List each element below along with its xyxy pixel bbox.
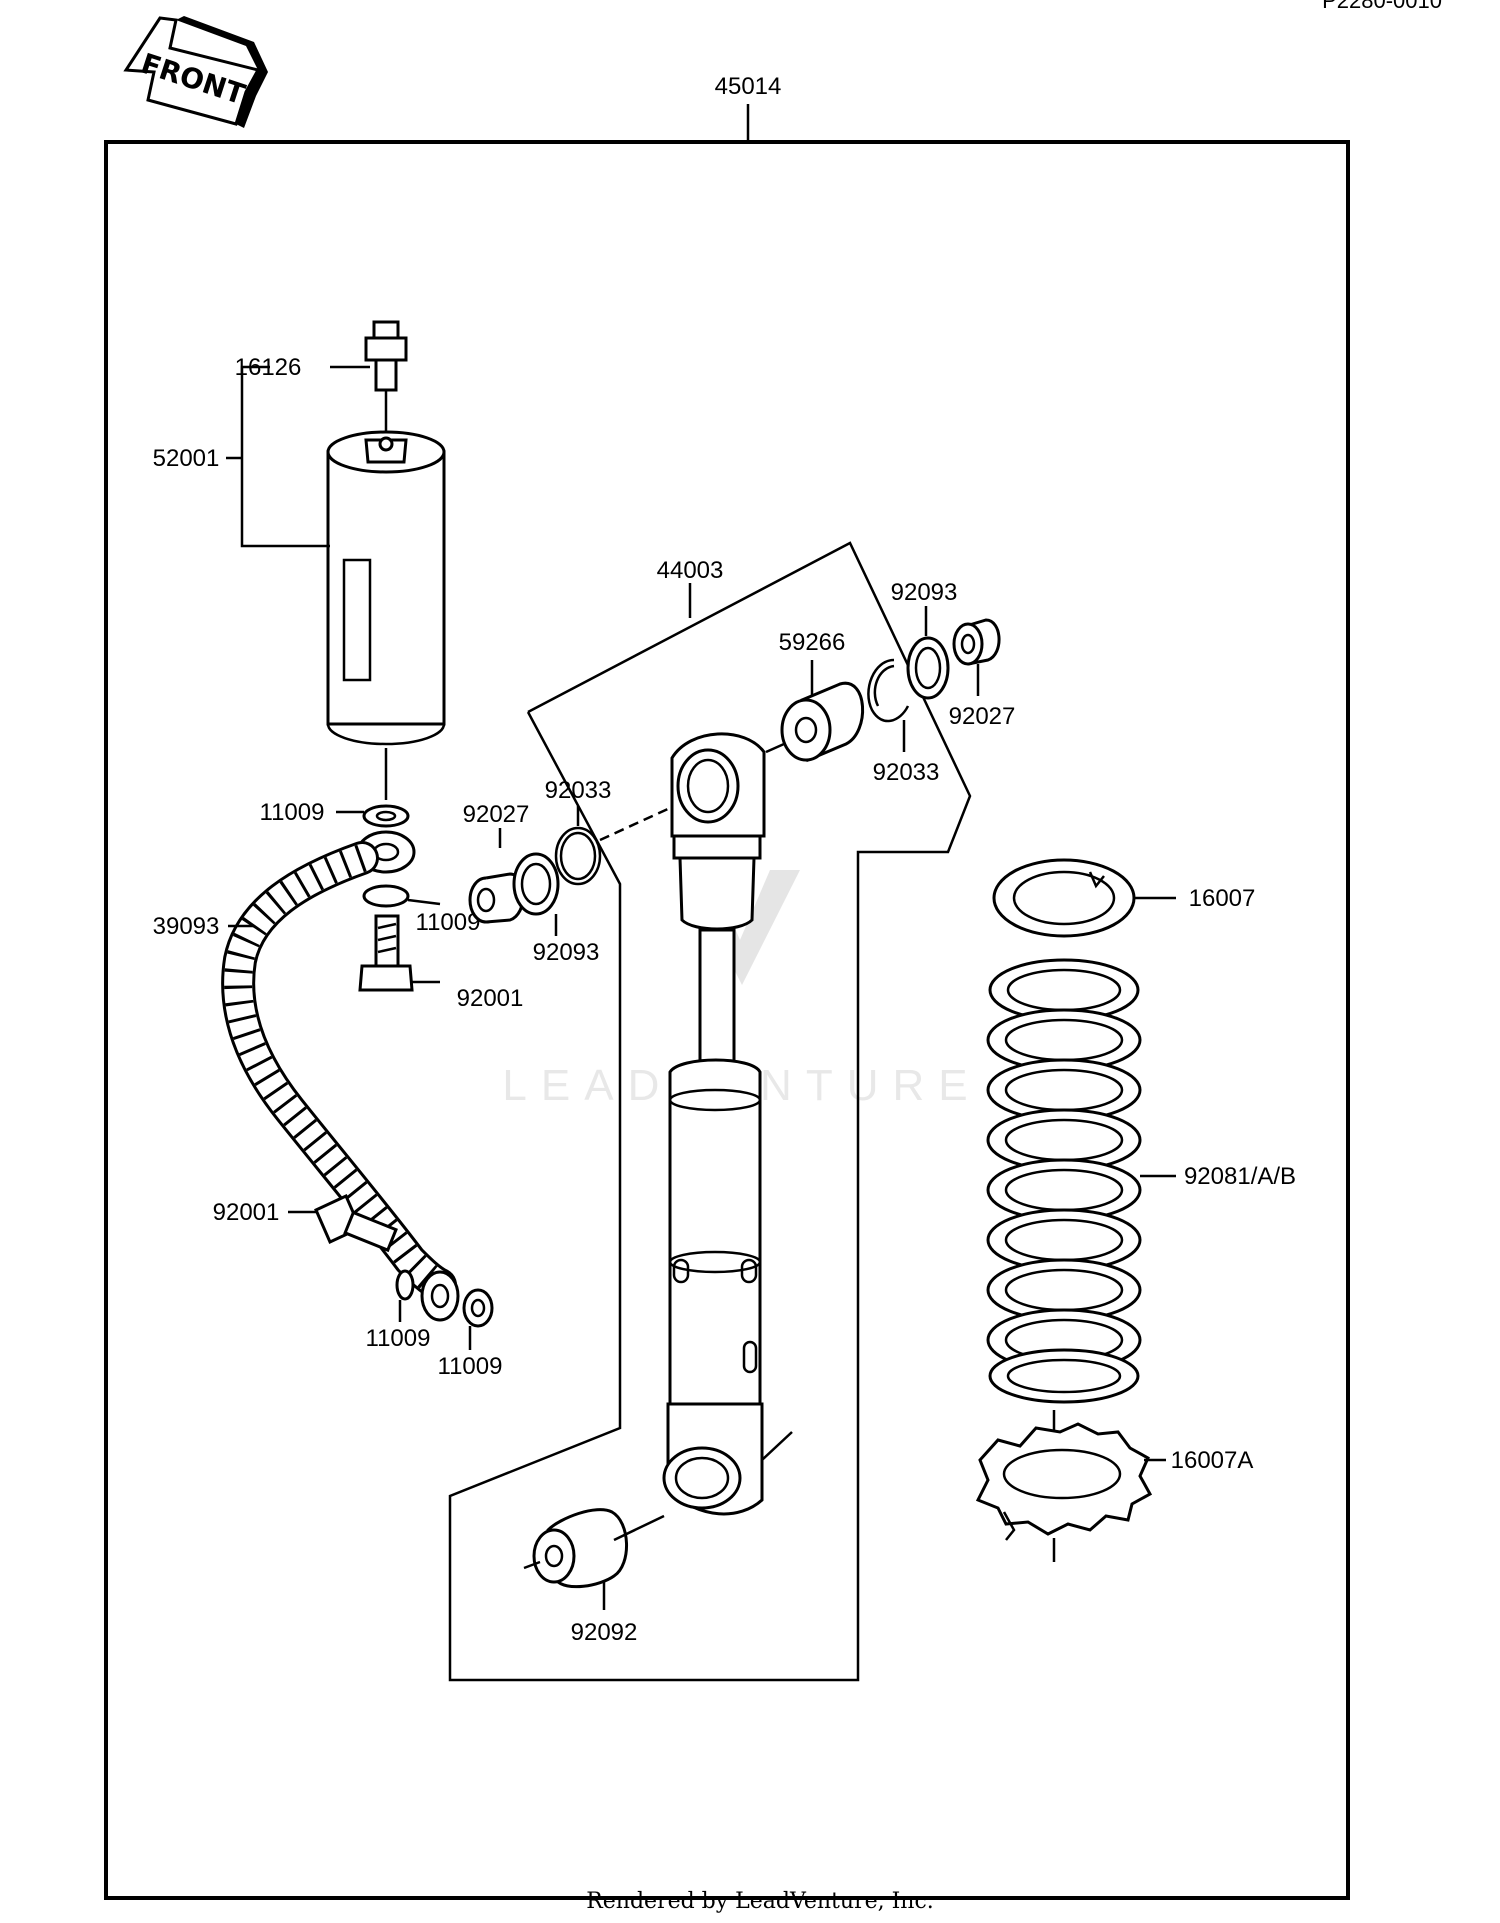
- assembly-frame: [104, 140, 1350, 1900]
- callout-92093-top: 92093: [891, 579, 958, 606]
- callout-92093-left: 92093: [533, 939, 600, 966]
- bushing-92027-top: [952, 618, 1001, 666]
- washer-11009-d: [462, 1288, 494, 1328]
- circlip-92033-left: [554, 826, 602, 886]
- callout-92081: 92081/A/B: [1184, 1163, 1296, 1190]
- reservoir-52001: [326, 430, 446, 746]
- callout-16007A: 16007A: [1171, 1447, 1254, 1474]
- shock-absorber-44003: [662, 732, 793, 1516]
- callout-92092: 92092: [571, 1619, 638, 1646]
- callout-92033-right: 92033: [873, 759, 940, 786]
- callout-11009-d: 11009: [438, 1353, 503, 1380]
- valve-16126: [364, 320, 408, 392]
- footer-credit: Rendered by LeadVenture, Inc.: [586, 1889, 934, 1914]
- callout-92027-top: 92027: [949, 703, 1016, 730]
- bushing-59266: [780, 681, 865, 763]
- banjo-bolt-92001-b: [314, 1193, 398, 1253]
- banjo-bolt-92001-a: [358, 914, 414, 992]
- callout-92027-left: 92027: [463, 801, 530, 828]
- coil-spring-92081: [986, 958, 1142, 1404]
- callout-11009-a: 11009: [260, 799, 325, 826]
- callout-11009-c: 11009: [366, 1325, 431, 1352]
- callout-92001-b: 92001: [213, 1199, 280, 1226]
- washer-92093-left: [512, 852, 560, 916]
- lock-nut-16007A: [975, 1422, 1153, 1541]
- lower-banjo-fitting: [420, 1270, 460, 1322]
- washer-11009-b: [362, 884, 410, 908]
- callout-92001-a: 92001: [457, 985, 524, 1012]
- callout-16126: 16126: [235, 354, 302, 381]
- front-arrow-icon: FRONT: [123, 16, 268, 128]
- bushing-92092: [532, 1508, 628, 1589]
- washer-92093-top: [906, 636, 950, 700]
- callout-92033-left: 92033: [545, 777, 612, 804]
- callout-16007: 16007: [1189, 885, 1256, 912]
- callout-39093: 39093: [153, 913, 220, 940]
- callout-59266: 59266: [779, 629, 846, 656]
- hose-39093: [221, 841, 457, 1302]
- circlip-92033-right: [867, 658, 910, 723]
- diagram-code: P2280-0010: [1322, 0, 1442, 13]
- callout-44003: 44003: [657, 557, 724, 584]
- washer-11009-c: [395, 1269, 415, 1301]
- shock-body-outline: [448, 541, 972, 1682]
- assembly-part-label: 45014: [715, 73, 782, 100]
- spring-guide-16007: [992, 858, 1136, 938]
- callout-11009-b: 11009: [416, 909, 481, 936]
- callout-52001: 52001: [153, 445, 220, 472]
- washer-11009-a: [362, 804, 410, 828]
